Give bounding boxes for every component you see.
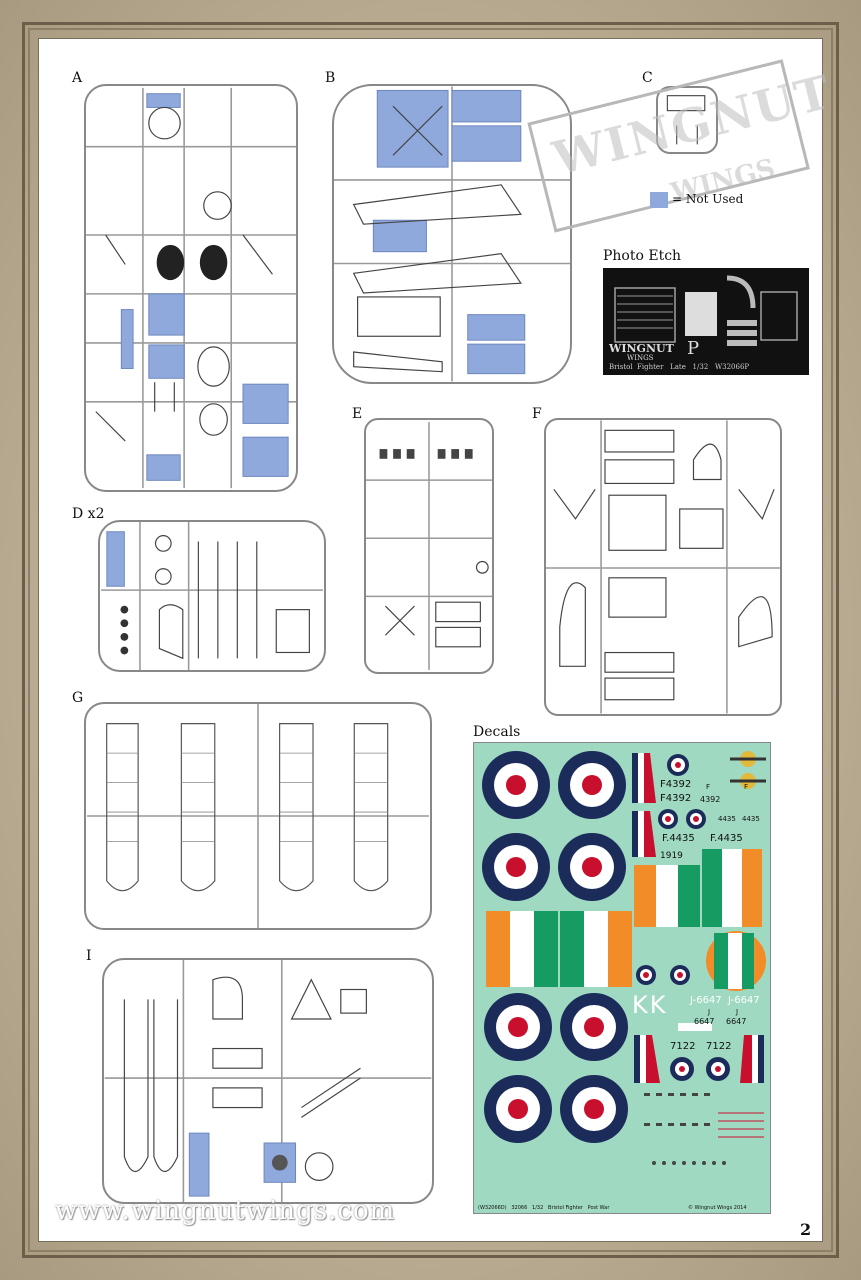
serial-4435-b: 4435 <box>742 815 760 823</box>
not-used-label: = Not Used <box>672 192 744 206</box>
inner-frame <box>28 28 833 1252</box>
serial-j6647-b: J-6647 <box>728 995 760 1006</box>
sprue-a-label: A <box>72 70 83 86</box>
sprue-i-drawing <box>104 960 432 1202</box>
sprue-b-drawing <box>334 86 570 382</box>
roundel-large-8 <box>560 1075 628 1143</box>
irish-tricolour-4 <box>702 849 762 927</box>
irish-tricolour-1 <box>486 911 558 987</box>
serial-f-a: F <box>706 783 711 791</box>
sprue-a-drawing <box>86 87 296 489</box>
sprue-g-drawing <box>87 704 429 928</box>
serial-7122-b: 7122 <box>706 1041 732 1052</box>
photo-etch-letter: P <box>687 338 700 359</box>
serial-f4435-b: F.4435 <box>710 833 743 844</box>
squadron-badges <box>730 751 766 789</box>
outer-frame <box>22 22 839 1258</box>
serial-6647-a: 6647 <box>694 1017 715 1026</box>
sprue-c-drawing <box>666 95 706 145</box>
sprue-f <box>544 418 782 716</box>
roundel-large-7 <box>484 1075 552 1143</box>
sprue-e-drawing <box>366 421 492 671</box>
sprue-e-label: E <box>352 406 363 422</box>
sprue-c-label: C <box>642 70 653 86</box>
page-number: 2 <box>800 1220 812 1239</box>
photo-etch-brand-sub: WINGS <box>627 354 654 362</box>
photo-etch-fret: WINGNUT WINGS P Bristol Fighter Late 1/3… <box>603 268 809 375</box>
photo-etch-caption: Bristol Fighter Late 1/32 W32066P <box>609 363 750 371</box>
serial-f4392-a: F4392 <box>660 779 692 790</box>
not-used-swatch <box>650 192 668 208</box>
rudder-stripes-2 <box>632 811 656 857</box>
sprue-b-label: B <box>325 70 336 86</box>
sprue-i-label: I <box>86 948 92 964</box>
serial-f4392-b: F4392 <box>660 793 692 804</box>
serial-f4435-a: F.4435 <box>662 833 695 844</box>
rudder-stripes-4 <box>740 1035 764 1083</box>
sprue-g <box>84 702 432 930</box>
stencil-dots <box>644 1093 726 1165</box>
wingnut-watermark: WINGNUT WINGS <box>520 52 837 252</box>
code-kk: KK <box>632 991 668 1019</box>
website-url: www.wingnutwings.com <box>55 1196 396 1226</box>
decals-title: Decals <box>473 724 521 740</box>
rudder-stripes-3 <box>634 1035 660 1083</box>
serial-4435-a: 4435 <box>718 815 736 823</box>
red-line-decals <box>718 1112 764 1138</box>
serial-j6647-a: J-6647 <box>690 995 722 1006</box>
serial-6647-b: 6647 <box>726 1017 747 1026</box>
sprue-i <box>102 958 434 1204</box>
roundel-large-1 <box>482 751 550 819</box>
irish-tricolour-3 <box>634 865 700 927</box>
serial-f-b: F <box>744 783 749 791</box>
decal-sheet-code: (W32066D) 32066 1/32 Bristol Fighter Pos… <box>478 1205 610 1211</box>
sprue-b <box>332 84 572 384</box>
irish-tricolour-2 <box>560 911 632 987</box>
sprue-f-label: F <box>532 406 542 422</box>
decal-sheet: F4392 F4392 4392 F F 4435 4435 F.4435 F.… <box>473 742 771 1214</box>
roundel-large-3 <box>482 833 550 901</box>
roundel-large-6 <box>560 993 628 1061</box>
serial-1919: 1919 <box>660 851 683 861</box>
photo-etch-drawing <box>614 275 798 346</box>
sprue-f-drawing <box>546 420 780 714</box>
rudder-stripes-1 <box>632 753 656 803</box>
photo-etch-brand: WINGNUT <box>609 342 674 355</box>
decal-artwork <box>482 751 766 1165</box>
sprue-a <box>84 84 298 492</box>
white-stripe-decal <box>678 1023 712 1031</box>
watermark-logo <box>527 59 810 233</box>
sprue-d-drawing <box>101 522 323 670</box>
decal-sheet-copyright: © Wingnut Wings 2014 <box>688 1205 747 1211</box>
sprue-g-label: G <box>72 690 84 706</box>
serial-4392: 4392 <box>700 795 721 804</box>
roundel-large-5 <box>484 993 552 1061</box>
roundel-large-4 <box>558 833 626 901</box>
irish-roundel <box>706 931 766 991</box>
serial-7122-a: 7122 <box>670 1041 696 1052</box>
photo-etch-title: Photo Etch <box>603 248 682 264</box>
sprue-d-label: D x2 <box>72 506 105 522</box>
sprue-d <box>98 520 326 672</box>
sprue-e <box>364 418 494 674</box>
serial-j-a: J <box>708 1008 711 1016</box>
roundel-small-set <box>636 754 730 1081</box>
serial-j-b: J <box>736 1008 739 1016</box>
roundel-large-2 <box>558 751 626 819</box>
sprue-c <box>656 86 718 154</box>
